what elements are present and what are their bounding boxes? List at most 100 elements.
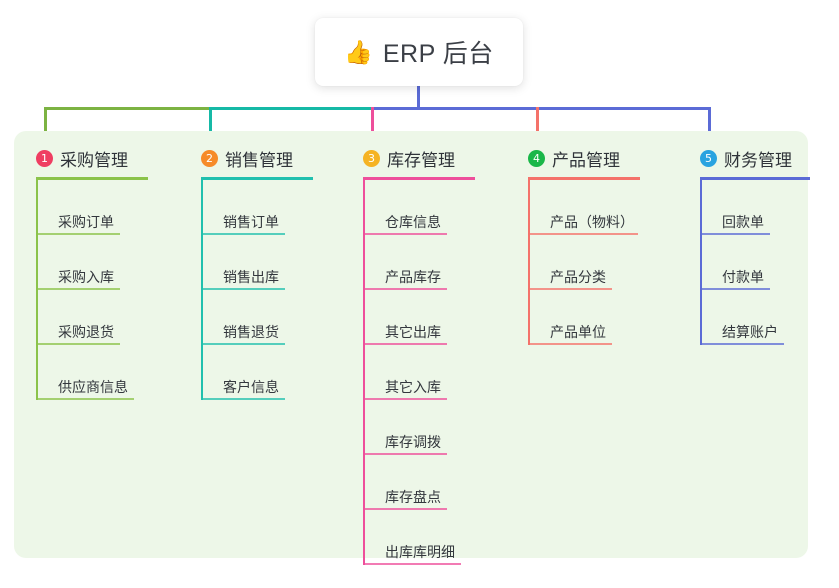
column-underline [36, 177, 148, 180]
list-item[interactable]: 库存调拨 [363, 400, 475, 455]
list-item-label: 采购入库 [58, 269, 114, 285]
list-item[interactable]: 付款单 [700, 235, 810, 290]
list-item-underline [700, 288, 770, 290]
list-item-underline [36, 233, 120, 235]
list-item-underline [201, 233, 285, 235]
list-item-underline [363, 233, 447, 235]
list-item-underline [363, 343, 447, 345]
branch-drop [708, 107, 711, 150]
column-item-list: 回款单付款单结算账户 [700, 180, 810, 345]
list-item-label: 产品分类 [550, 269, 606, 285]
list-item-label: 回款单 [722, 214, 764, 230]
column-title: 财务管理 [724, 150, 792, 170]
page-title: ERP 后台 [382, 40, 494, 68]
list-item-label: 产品（物料） [550, 214, 634, 230]
list-item[interactable]: 产品库存 [363, 235, 475, 290]
list-item[interactable]: 产品（物料） [528, 180, 640, 235]
list-item[interactable]: 销售订单 [201, 180, 313, 235]
branch-spine [528, 180, 530, 345]
list-item-underline [363, 453, 447, 455]
branch-drop [536, 107, 539, 150]
list-item[interactable]: 仓库信息 [363, 180, 475, 235]
list-item-underline [201, 398, 285, 400]
list-item[interactable]: 销售出库 [201, 235, 313, 290]
column-title: 销售管理 [225, 150, 293, 170]
list-item-label: 库存调拨 [385, 434, 441, 450]
list-item[interactable]: 出库库明细 [363, 510, 475, 565]
root-connector-stem [417, 86, 420, 108]
bus-segment [209, 107, 374, 110]
list-item-underline [201, 288, 285, 290]
list-item[interactable]: 其它出库 [363, 290, 475, 345]
list-item-underline [201, 343, 285, 345]
list-item-underline [700, 343, 784, 345]
list-item-label: 库存盘点 [385, 489, 441, 505]
column-title: 采购管理 [60, 150, 128, 170]
column-underline [201, 177, 313, 180]
list-item-label: 采购退货 [58, 324, 114, 340]
list-item-label: 销售出库 [223, 269, 279, 285]
column-header-2[interactable]: 2 销售管理 [201, 146, 313, 170]
column-item-list: 采购订单采购入库采购退货供应商信息 [36, 180, 148, 400]
branch-drop [44, 107, 47, 150]
bus-segment [44, 107, 212, 110]
list-item-underline [528, 233, 638, 235]
branch-drop [371, 107, 374, 150]
column-header-3[interactable]: 3 库存管理 [363, 146, 475, 170]
list-item[interactable]: 库存盘点 [363, 455, 475, 510]
list-item[interactable]: 客户信息 [201, 345, 313, 400]
list-item-label: 客户信息 [223, 379, 279, 395]
list-item[interactable]: 产品单位 [528, 290, 640, 345]
list-item-underline [700, 233, 770, 235]
number-badge-icon: 2 [201, 149, 218, 167]
column-header-1[interactable]: 1 采购管理 [36, 146, 148, 170]
branch-spine [700, 180, 702, 345]
list-item-underline [363, 288, 447, 290]
list-item[interactable]: 回款单 [700, 180, 810, 235]
list-item[interactable]: 其它入库 [363, 345, 475, 400]
list-item-underline [363, 563, 461, 565]
list-item-label: 产品库存 [385, 269, 441, 285]
number-badge-icon: 1 [36, 149, 53, 167]
list-item-underline [36, 398, 134, 400]
list-item-label: 采购订单 [58, 214, 114, 230]
branch-spine [201, 180, 203, 400]
column-2: 2 销售管理销售订单销售出库销售退货客户信息 [201, 146, 313, 400]
list-item-label: 付款单 [722, 269, 764, 285]
column-header-4[interactable]: 4 产品管理 [528, 146, 640, 170]
number-badge-icon: 5 [700, 149, 717, 167]
column-item-list: 销售订单销售出库销售退货客户信息 [201, 180, 313, 400]
bus-segment-root [371, 107, 711, 110]
list-item-label: 出库库明细 [385, 544, 455, 560]
list-item[interactable]: 采购入库 [36, 235, 148, 290]
list-item[interactable]: 采购退货 [36, 290, 148, 345]
list-item-underline [363, 508, 447, 510]
root-node-card[interactable]: 👍 ERP 后台 [315, 18, 523, 86]
column-header-5[interactable]: 5 财务管理 [700, 146, 810, 170]
list-item-label: 销售退货 [223, 324, 279, 340]
branch-spine [36, 180, 38, 400]
list-item[interactable]: 供应商信息 [36, 345, 148, 400]
column-4: 4 产品管理产品（物料） 产品分类产品单位 [528, 146, 640, 345]
list-item-label: 结算账户 [722, 324, 778, 340]
number-badge-icon: 3 [363, 149, 380, 167]
list-item[interactable]: 采购订单 [36, 180, 148, 235]
column-underline [528, 177, 640, 180]
branch-spine [363, 180, 365, 565]
list-item[interactable]: 销售退货 [201, 290, 313, 345]
list-item[interactable]: 产品分类 [528, 235, 640, 290]
column-5: 5 财务管理回款单付款单结算账户 [700, 146, 810, 345]
list-item[interactable]: 结算账户 [700, 290, 810, 345]
column-underline [700, 177, 810, 180]
list-item-underline [528, 343, 612, 345]
list-item-label: 产品单位 [550, 324, 606, 340]
list-item-label: 其它出库 [385, 324, 441, 340]
column-item-list: 产品（物料） 产品分类产品单位 [528, 180, 640, 345]
column-title: 产品管理 [552, 150, 620, 170]
list-item-underline [363, 398, 447, 400]
column-3: 3 库存管理仓库信息产品库存其它出库其它入库库存调拨库存盘点出库库明细 [363, 146, 475, 565]
branch-drop [209, 107, 212, 150]
column-item-list: 仓库信息产品库存其它出库其它入库库存调拨库存盘点出库库明细 [363, 180, 475, 565]
number-badge-icon: 4 [528, 149, 545, 167]
column-title: 库存管理 [387, 150, 455, 170]
